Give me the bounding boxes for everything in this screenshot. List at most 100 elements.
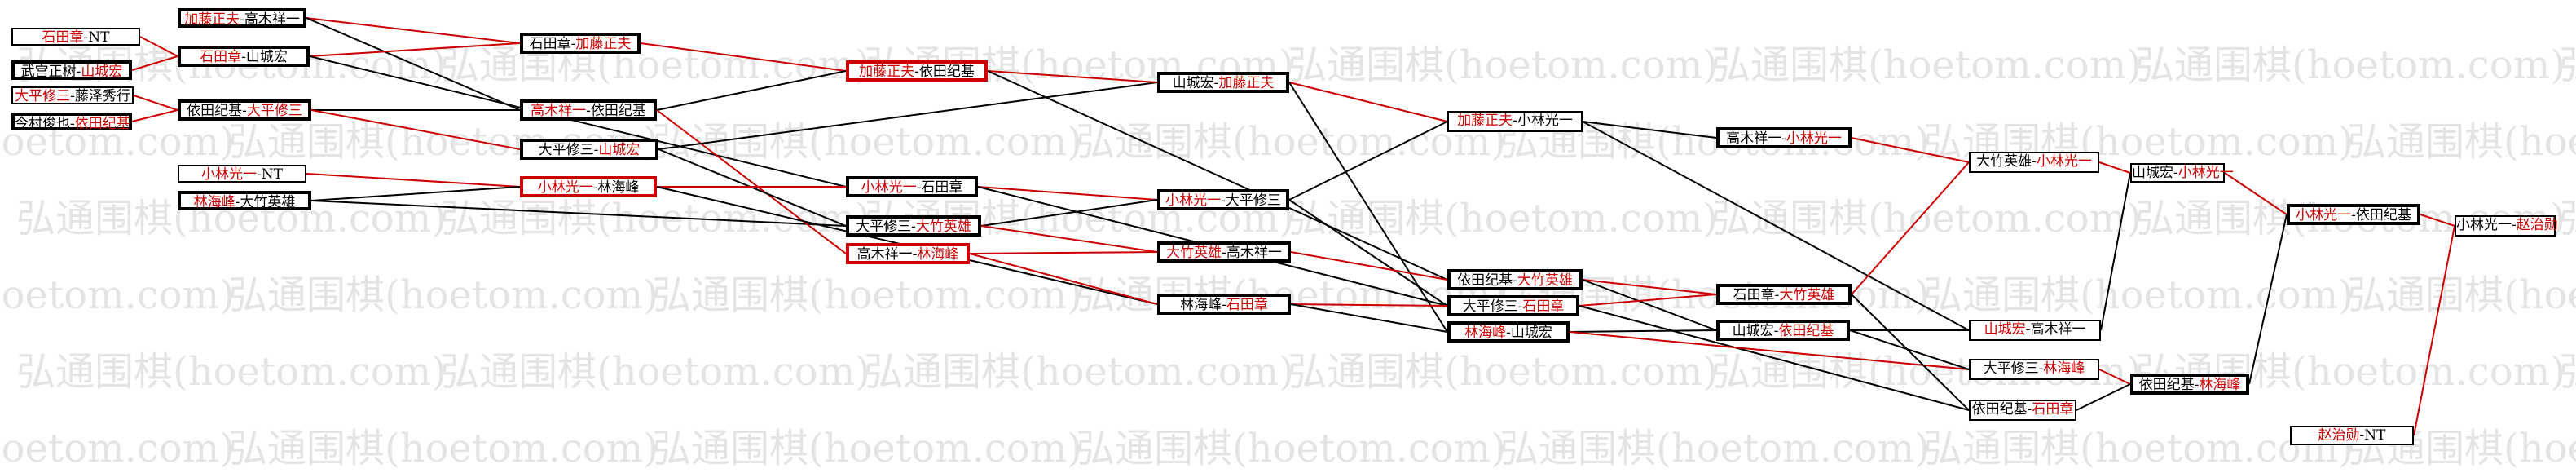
separator: - xyxy=(2194,377,2200,393)
match-box-r2d: 小林光一-NT xyxy=(178,165,306,183)
player-name: 武宫正树 xyxy=(20,64,77,80)
connector-r7b-r8d xyxy=(1851,294,1970,411)
separator: - xyxy=(1213,75,1219,91)
connector-r4b-r5b xyxy=(977,186,1158,201)
separator: - xyxy=(1781,130,1786,147)
match-box-r11a: 小林光一-赵治勋 xyxy=(2455,215,2558,236)
connector-r2d-r3d xyxy=(306,173,521,188)
player-name: 林海峰 xyxy=(2199,377,2241,393)
player-name: 藤泽秀行 xyxy=(74,88,130,104)
player-name: 高木祥一 xyxy=(1726,130,1782,147)
match-box-r2c: 依田纪基-大平修三 xyxy=(178,99,311,121)
match-box-r8d: 依田纪基-石田章 xyxy=(1969,400,2076,421)
connector-r4d-r5d xyxy=(969,253,1158,305)
player-name: 山城宏 xyxy=(2132,165,2173,181)
player-name: 山城宏 xyxy=(1732,323,1774,339)
player-name: 今村俊也 xyxy=(15,116,70,132)
player-name: 大平修三 xyxy=(15,88,71,104)
player-name: 大竹英雄 xyxy=(240,194,296,210)
match-box-r2b: 石田章-山城宏 xyxy=(178,46,310,67)
player-name: 林海峰 xyxy=(917,246,959,263)
connector-r6d-r8c xyxy=(1569,331,1970,370)
player-name: 大竹英雄 xyxy=(1517,272,1573,289)
connector-r9b-r10a xyxy=(2248,214,2288,385)
connector-r6a-r8b xyxy=(1582,121,1970,331)
player-name: 加藤正夫 xyxy=(1457,113,1513,129)
player-name: 赵治勋 xyxy=(2318,427,2360,444)
separator: - xyxy=(586,103,591,119)
match-box-r5b: 小林光一-大平修三 xyxy=(1157,189,1289,210)
match-box-r2e: 林海峰-大竹英雄 xyxy=(178,191,311,210)
match-box-r7b: 石田章-大竹英雄 xyxy=(1716,284,1852,305)
player-name: 山城宏 xyxy=(1510,325,1552,341)
player-name: 大平修三 xyxy=(1225,192,1281,209)
connector-r2a-r3b xyxy=(306,17,521,111)
match-box-r3c: 大平修三-山城宏 xyxy=(520,139,658,160)
separator: - xyxy=(593,142,599,158)
player-name: 山城宏 xyxy=(1984,321,2026,338)
player-name: 依田纪基 xyxy=(1778,323,1834,339)
separator: - xyxy=(911,219,916,235)
connector-r6b-r7c xyxy=(1582,279,1717,331)
connector-r1a-r2b xyxy=(139,36,178,57)
connector-r7a-r8a xyxy=(1851,137,1970,163)
separator: - xyxy=(76,64,81,80)
player-name: 赵治勋 xyxy=(2516,217,2558,233)
separator: - xyxy=(2038,360,2044,377)
separator: - xyxy=(914,64,919,80)
player-name: 小林光一 xyxy=(861,179,917,196)
connector-r6a-r7a xyxy=(1582,121,1717,139)
match-box-r5d: 林海峰-石田章 xyxy=(1157,294,1291,315)
match-box-r1c: 大平修三-藤泽秀行 xyxy=(11,86,134,104)
match-box-r3a: 石田章-加藤正夫 xyxy=(520,33,641,54)
separator: - xyxy=(2025,321,2031,338)
player-name: 高木祥一 xyxy=(531,103,587,119)
separator: - xyxy=(592,179,598,196)
connector-r3c-r5a xyxy=(658,82,1158,150)
connector-r5a-r6d xyxy=(1288,82,1448,333)
player-name: 高木祥一 xyxy=(244,11,300,28)
match-box-r8c: 大平修三-林海峰 xyxy=(1969,359,2099,380)
match-box-r3b: 高木祥一-依田纪基 xyxy=(520,99,657,121)
match-box-r4d: 高木祥一-林海峰 xyxy=(846,243,970,264)
player-name: 大平修三 xyxy=(538,142,594,158)
connector-r2b-r4b xyxy=(309,55,847,188)
connector-r11b-r11a xyxy=(2413,225,2455,436)
player-name: 依田纪基 xyxy=(2138,377,2195,393)
connector-r3a-r4a xyxy=(640,42,847,72)
connector-r5c-r6b xyxy=(1290,251,1448,281)
connector-r5d-r6d xyxy=(1290,303,1448,333)
match-box-r4b: 小林光一-石田章 xyxy=(846,176,978,197)
bracket-connector-lines xyxy=(131,17,2455,436)
connector-r2b-r3a xyxy=(309,42,521,57)
player-name: 加藤正夫 xyxy=(575,36,632,52)
player-name: 小林光一 xyxy=(2456,217,2512,233)
separator: - xyxy=(1513,113,1517,129)
connector-r1c-r2c xyxy=(133,95,178,111)
player-name: 小林光一 xyxy=(2177,165,2234,181)
match-box-r10a: 小林光一-依田纪基 xyxy=(2287,204,2420,225)
player-name: 高木祥一 xyxy=(856,246,913,263)
match-box-r5c: 大竹英雄-高木祥一 xyxy=(1157,241,1291,263)
connector-r4d-r5c xyxy=(969,251,1158,254)
separator: - xyxy=(570,36,576,52)
match-box-r7c: 山城宏-依田纪基 xyxy=(1716,320,1850,341)
player-name: 山城宏 xyxy=(81,64,123,80)
separator: - xyxy=(241,49,246,65)
match-box-r8b: 山城宏-高木祥一 xyxy=(1969,320,2101,341)
player-name: 依田纪基 xyxy=(1457,272,1513,289)
connector-r5b-r6c xyxy=(1288,199,1448,307)
connector-r4c-r5b xyxy=(980,199,1158,227)
player-name: 大竹英雄 xyxy=(1976,153,2032,170)
separator: - xyxy=(2512,217,2517,233)
separator: - xyxy=(1773,323,1779,339)
separator: - xyxy=(912,246,918,263)
separator: - xyxy=(1221,192,1226,209)
player-name: 石田章 xyxy=(529,36,571,52)
match-box-r6b: 依田纪基-大竹英雄 xyxy=(1447,269,1583,290)
player-name: NT xyxy=(261,166,283,183)
match-box-r6a: 加藤正夫-小林光一 xyxy=(1447,111,1583,132)
connector-r6c-r8d xyxy=(1579,305,1970,411)
match-box-r8a: 大竹英雄-小林光一 xyxy=(1969,152,2099,173)
separator: - xyxy=(2359,427,2365,444)
